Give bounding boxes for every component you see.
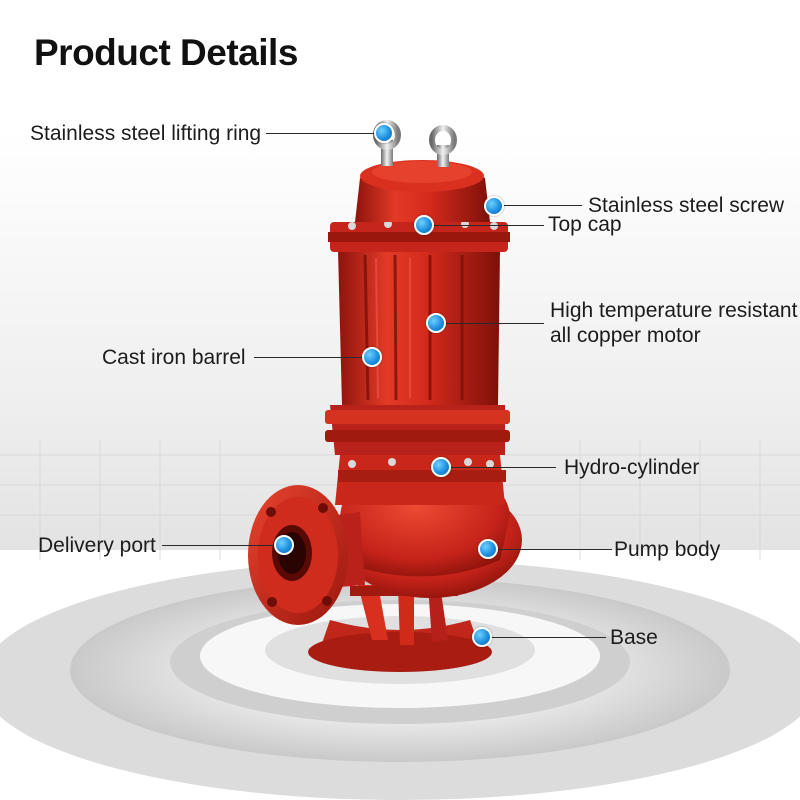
label-motor: High temperature resistant all copper mo…: [550, 298, 797, 348]
marker-dot-motor: [426, 313, 446, 333]
leader-line-base: [486, 637, 606, 638]
label-delivery-port: Delivery port: [38, 534, 156, 557]
label-base: Base: [610, 626, 658, 649]
leader-line-top-cap: [430, 225, 544, 226]
marker-dot-hydro-cylinder: [431, 457, 451, 477]
label-hydro-cylinder: Hydro-cylinder: [564, 456, 700, 479]
page-title: Product Details: [34, 32, 298, 73]
leader-line-delivery-port: [162, 545, 280, 546]
leader-line-hydro-cylinder: [446, 467, 556, 468]
label-motor-line1: High temperature resistant: [550, 299, 798, 322]
label-pump-body: Pump body: [614, 538, 721, 561]
leader-line-pump-body: [492, 549, 612, 550]
marker-dot-top-cap: [414, 215, 434, 235]
label-top-cap: Top cap: [548, 213, 622, 236]
marker-dot-screw: [484, 196, 504, 216]
marker-dot-barrel: [362, 347, 382, 367]
marker-dot-base: [472, 627, 492, 647]
leader-line-motor: [440, 323, 544, 324]
label-barrel: Cast iron barrel: [102, 346, 246, 369]
leader-line-barrel: [254, 357, 368, 358]
leader-line-screw: [500, 205, 582, 206]
leader-line-lifting-ring: [266, 133, 380, 134]
marker-dot-pump-body: [478, 539, 498, 559]
marker-dot-lifting-ring: [374, 123, 394, 143]
label-screw: Stainless steel screw: [588, 194, 785, 217]
label-motor-line2: all copper motor: [550, 324, 701, 348]
label-lifting-ring: Stainless steel lifting ring: [30, 122, 262, 145]
marker-dot-delivery-port: [274, 535, 294, 555]
